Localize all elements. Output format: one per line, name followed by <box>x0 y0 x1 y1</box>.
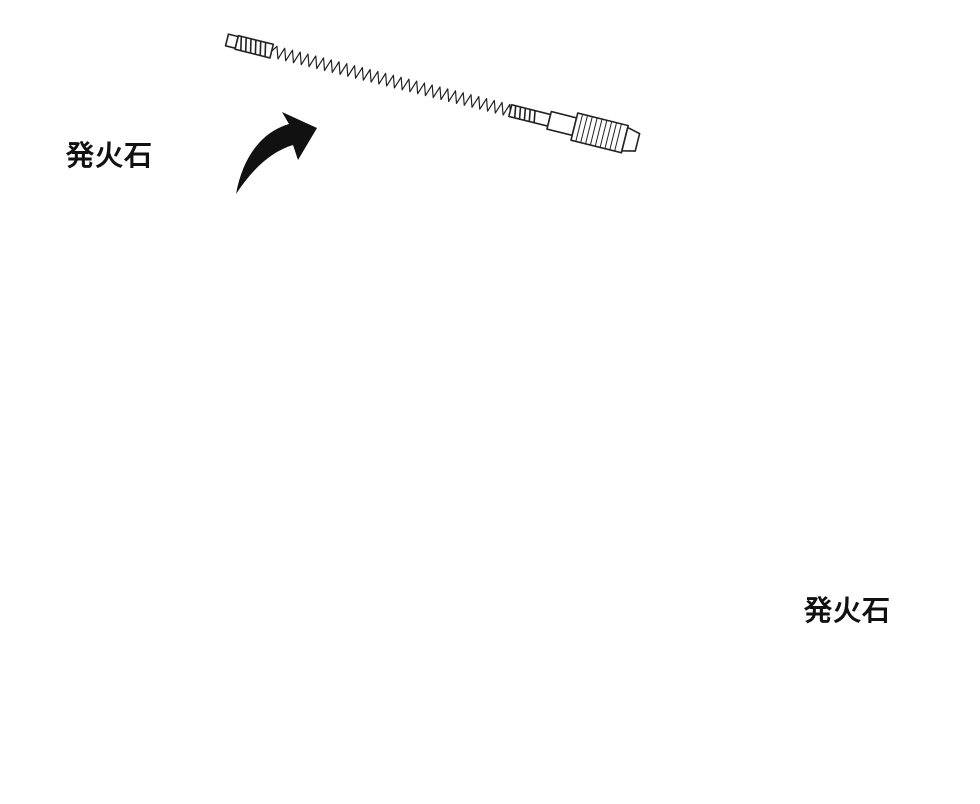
removal-arrow <box>236 112 317 194</box>
screw-head-tip <box>621 126 641 152</box>
spring-coil <box>271 45 533 122</box>
flint-label-top: 発火石 <box>66 139 154 172</box>
flint-spring-screw <box>224 33 641 154</box>
flint-label-bottom: 発火石 <box>804 594 892 627</box>
screw-collar <box>546 110 578 137</box>
